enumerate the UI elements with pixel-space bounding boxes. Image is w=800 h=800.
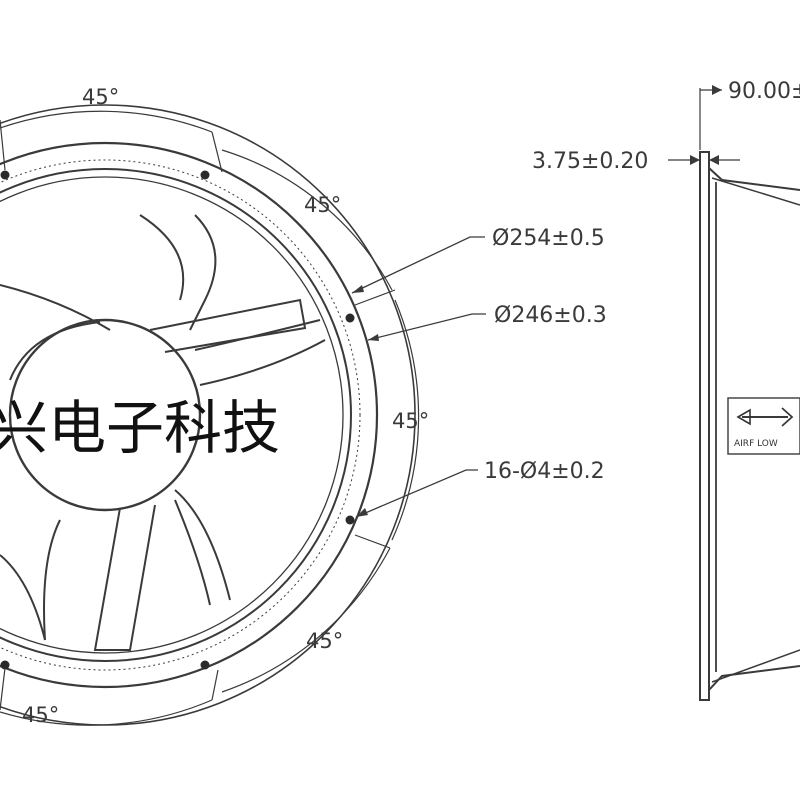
front-view: 45° 45° 45° 45° 45° Ø254±0.5 Ø246±0.3 16… [0,85,607,727]
airflow-label-text: AIRF LOW [734,439,778,449]
flange-thickness-dimension: 3.75±0.20 [532,149,648,174]
strut-upper [149,298,307,353]
mounting-hole [200,170,210,180]
airflow-label-box [727,397,800,455]
angle-label-right: 45° [392,409,429,433]
side-view: 90.00± 3.75±0.20 AIRF LOW [532,79,800,701]
mounting-holes-callout: 16-Ø4±0.2 [484,459,605,484]
mounting-hole [200,660,210,670]
motor-hub [8,318,202,512]
fan-blade [0,214,185,331]
airflow-arrow-icon [736,407,794,427]
mounting-hole [0,170,10,180]
inner-diameter-callout: Ø246±0.3 [494,303,607,328]
inner-frame-edge-2 [0,176,344,654]
fan-blade [174,489,231,606]
mounting-hole-circle [0,159,361,671]
fan-blade [0,519,61,641]
inner-frame-edge [0,168,352,662]
watermark-text: 兴电子科技 [0,394,280,462]
angle-label-bottom: 45° [22,703,59,727]
depth-dimension: 90.00± [728,79,800,104]
mounting-hole [0,660,10,670]
mounting-hole [345,313,355,323]
angle-label-upper-right: 45° [304,193,341,217]
fan-blade [189,214,217,331]
angle-label-lower-right: 45° [306,629,343,653]
angle-label-top: 45° [82,85,119,109]
outer-diameter-callout: Ø254±0.5 [492,226,605,251]
mounting-hole [345,515,355,525]
strut-lower [93,504,156,651]
fan-blade [194,319,326,386]
outer-frame-edge [0,141,379,689]
side-flange [699,151,710,701]
